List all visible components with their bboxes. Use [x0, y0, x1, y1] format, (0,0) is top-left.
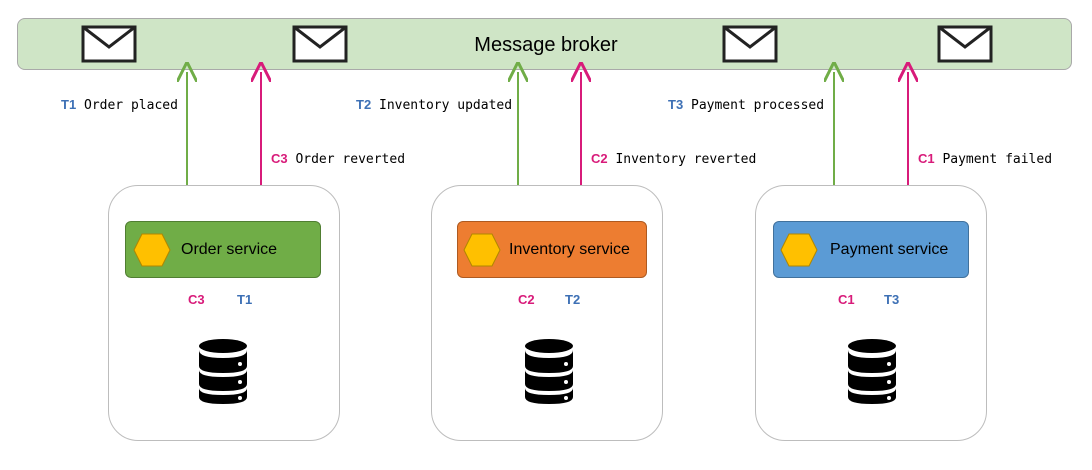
message-broker-label: Message broker — [474, 34, 618, 56]
compensation-label-order: C3 Order reverted — [271, 151, 405, 168]
transaction-tag: T3 — [668, 97, 684, 112]
db-compensation-tag: C3 — [188, 292, 205, 307]
order-service-label: Order service — [181, 241, 278, 258]
compensation-tag: C1 — [918, 151, 935, 166]
database-icon — [848, 339, 896, 404]
hexagon-icon — [133, 233, 171, 267]
envelope-icon — [81, 25, 137, 63]
event-text: Inventory reverted — [615, 152, 757, 167]
publish-label-inventory: T2 Inventory updated — [356, 97, 512, 114]
transaction-tag: T1 — [61, 97, 77, 112]
hexagon-icon — [463, 233, 501, 267]
event-text: Payment processed — [691, 98, 825, 113]
db-compensation-tag: C2 — [518, 292, 535, 307]
db-transaction-tag: T2 — [565, 292, 581, 307]
message-broker-bar — [17, 18, 1072, 70]
compensation-label-payment: C1 Payment failed — [918, 151, 1052, 168]
inventory-service-label: Inventory service — [509, 241, 630, 258]
event-text: Inventory updated — [379, 98, 513, 113]
envelope-icon — [292, 25, 348, 63]
envelope-icon — [937, 25, 993, 63]
database-icon — [525, 339, 573, 404]
publish-label-order: T1 Order placed — [61, 97, 178, 114]
compensation-tag: C2 — [591, 151, 608, 166]
compensation-label-inventory: C2 Inventory reverted — [591, 151, 756, 168]
hexagon-icon — [780, 233, 818, 267]
event-text: Order placed — [84, 98, 178, 113]
publish-label-payment: T3 Payment processed — [668, 97, 824, 114]
db-transaction-tag: T1 — [237, 292, 253, 307]
db-compensation-tag: C1 — [838, 292, 855, 307]
db-transaction-tag: T3 — [884, 292, 900, 307]
compensation-tag: C3 — [271, 151, 288, 166]
event-text: Order reverted — [295, 152, 406, 167]
payment-service-label: Payment service — [830, 241, 949, 258]
event-text: Payment failed — [942, 152, 1053, 167]
transaction-tag: T2 — [356, 97, 372, 112]
database-icon — [199, 339, 247, 404]
envelope-icon — [722, 25, 778, 63]
